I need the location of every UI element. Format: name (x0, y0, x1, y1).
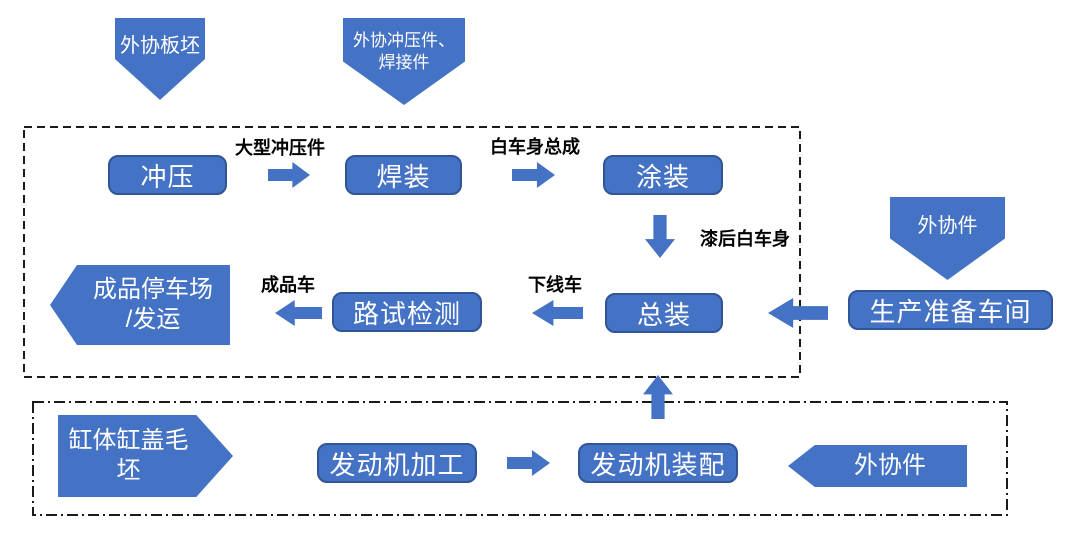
node-engine-machining-label: 发动机加工 (329, 449, 465, 480)
node-engine-assembly: 发动机装配 (578, 443, 738, 483)
engine-plant-boundary (32, 401, 1008, 516)
node-production-prep: 生产准备车间 (848, 290, 1053, 330)
source-outsourced-parts-bottom-pentagon: 外协件 (788, 445, 967, 487)
node-road-test-label: 路试检测 (352, 298, 461, 329)
node-production-prep-label: 生产准备车间 (869, 296, 1032, 327)
node-assembly: 总装 (605, 293, 723, 333)
edge-label-finished-car: 成品车 (261, 275, 315, 295)
node-welding-label: 焊装 (376, 161, 431, 192)
edge-label-biw-assembly: 白车身总成 (490, 137, 580, 157)
source-cylinder-blank-label: 缸体缸盖毛 坯 (68, 427, 189, 484)
vehicle-plant-boundary (23, 126, 801, 378)
source-slab-label: 外协板坯 (120, 34, 200, 57)
sink-parking-shipping-label: 成品停车场 /发运 (93, 276, 213, 333)
node-engine-machining: 发动机加工 (317, 443, 477, 483)
source-outsourced-parts-bottom-label: 外协件 (854, 452, 926, 479)
source-outsourced-parts-top-label: 外协件 (917, 214, 978, 237)
edge-label-offline-car: 下线车 (528, 275, 582, 295)
node-welding: 焊装 (345, 155, 462, 195)
node-painting-label: 涂装 (635, 161, 690, 192)
node-road-test: 路试检测 (332, 292, 482, 332)
node-stamping-label: 冲压 (140, 161, 195, 192)
node-painting: 涂装 (603, 155, 723, 195)
sink-parking-shipping-pentagon: 成品停车场 /发运 (50, 265, 230, 345)
edge-label-large-stampings: 大型冲压件 (235, 138, 325, 158)
node-assembly-label: 总装 (636, 299, 691, 330)
node-stamping: 冲压 (108, 155, 227, 195)
source-outsourced-stamping-label: 外协冲压件、 焊接件 (353, 31, 455, 72)
node-engine-assembly-label: 发动机装配 (590, 449, 726, 480)
source-cylinder-blank-pentagon: 缸体缸盖毛 坯 (58, 415, 233, 497)
edge-label-painted-biw: 漆后白车身 (700, 229, 790, 249)
